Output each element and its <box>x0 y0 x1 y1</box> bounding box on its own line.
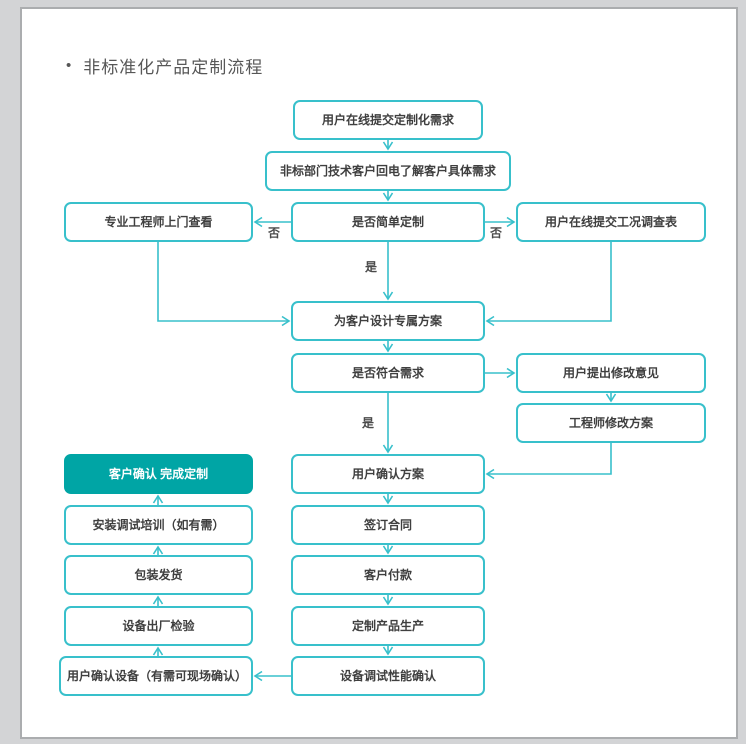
flow-node-user-confirm-device: 用户确认设备（有需可现场确认） <box>59 656 253 696</box>
title-row: • 非标准化产品定制流程 <box>66 53 263 78</box>
flow-node-factory-inspection: 设备出厂检验 <box>64 606 253 646</box>
flow-node-meets-needs-decision: 是否符合需求 <box>291 353 485 393</box>
edge-label-no-right: 否 <box>490 226 503 240</box>
flow-node-confirm-solution: 用户确认方案 <box>291 454 485 494</box>
flow-edge-visit-to-design <box>157 242 291 327</box>
flow-node-callback-understand: 非标部门技术客户回电了解客户具体需求 <box>265 151 511 191</box>
flow-node-engineer-visit: 专业工程师上门查看 <box>64 202 253 242</box>
flow-node-pack-ship: 包装发货 <box>64 555 253 595</box>
flow-edge-revise-to-confirm <box>485 443 612 480</box>
flow-edge-survey-to-design <box>485 242 612 327</box>
flow-node-submit-request: 用户在线提交定制化需求 <box>293 100 483 140</box>
flow-node-debug-confirm: 设备调试性能确认 <box>291 656 485 696</box>
edge-label-no-left: 否 <box>268 226 281 240</box>
page-title: 非标准化产品定制流程 <box>83 58 264 77</box>
flow-node-user-feedback: 用户提出修改意见 <box>516 353 706 393</box>
flow-node-engineer-revise: 工程师修改方案 <box>516 403 706 443</box>
document-page: • 非标准化产品定制流程 用户在线提交定制化需求非标部门技术客户回电了解客户具体… <box>20 7 738 739</box>
flow-node-install-training: 安装调试培训（如有需） <box>64 505 253 545</box>
flow-node-production: 定制产品生产 <box>291 606 485 646</box>
flow-node-sign-contract: 签订合同 <box>291 505 485 545</box>
bullet-icon: • <box>66 57 72 74</box>
edge-label-yes-1: 是 <box>365 260 378 274</box>
flow-node-simple-custom-decision: 是否简单定制 <box>291 202 485 242</box>
flow-node-custom-complete: 客户确认 完成定制 <box>64 454 253 494</box>
flow-node-submit-survey: 用户在线提交工况调查表 <box>516 202 706 242</box>
edge-label-yes-2: 是 <box>362 416 375 430</box>
flow-edges-layer <box>152 140 617 682</box>
flowchart-canvas: • 非标准化产品定制流程 用户在线提交定制化需求非标部门技术客户回电了解客户具体… <box>22 9 736 737</box>
flow-node-design-solution: 为客户设计专属方案 <box>291 301 485 341</box>
flow-node-customer-payment: 客户付款 <box>291 555 485 595</box>
